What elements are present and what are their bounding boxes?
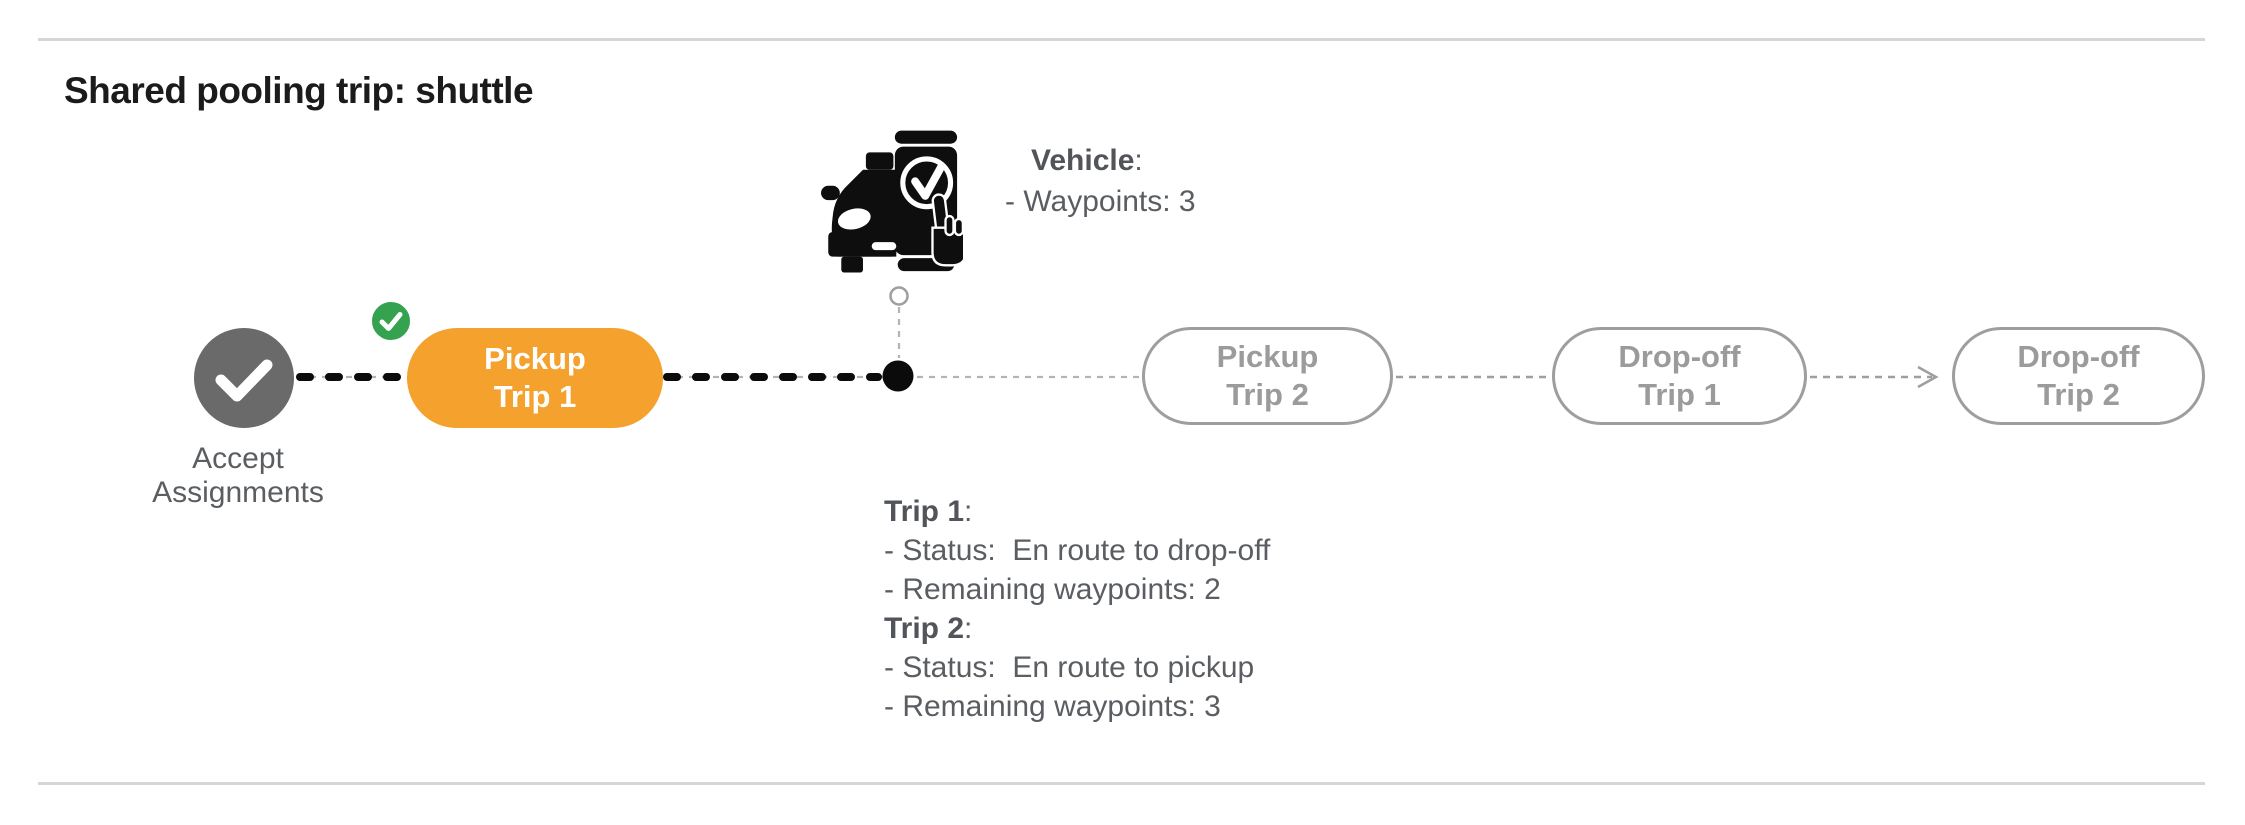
waypoint-pill-pickup-trip2: Pickup Trip 2 [1142,327,1393,425]
vehicle-info-line: - Waypoints: 3 [1005,185,1196,218]
top-divider [38,38,2205,41]
pill-line1: Pickup [1216,339,1319,374]
vehicle-info-panel: Vehicle: - Waypoints: 3 [1005,140,1196,222]
arrow-head-icon [1917,365,1939,389]
page-title: Shared pooling trip: shuttle [64,70,534,111]
accept-assignments-label: Accept Assignments [108,442,368,510]
waypoint-pill-dropoff-trip2: Drop-off Trip 2 [1952,327,2205,425]
trip2-heading: Trip 2: [884,612,973,645]
pill-line1: Drop-off [2017,339,2140,374]
pill-line2: Trip 1 [1638,377,1721,412]
pill-line2: Trip 2 [2037,377,2120,412]
trip-info-panel: Trip 1: - Status: En route to drop-off -… [884,492,1270,726]
accept-assignments-label-line1: Accept [192,442,284,475]
trip1-heading: Trip 1: [884,495,973,528]
accept-assignments-node [194,328,294,428]
waypoint-pill-pickup-trip1: Pickup Trip 1 [407,328,663,428]
current-position-dot [882,360,914,392]
check-icon [215,359,273,402]
pill-line1: Drop-off [1618,339,1741,374]
bottom-divider [38,782,2205,785]
success-badge [369,299,413,343]
success-check-icon [379,312,403,331]
car-with-driver-app-check-icon [821,130,963,273]
vehicle-anchor-circle [889,286,909,306]
pill-line1: Pickup [484,341,586,376]
vehicle-info-heading: Vehicle: [1031,144,1143,177]
pill-line2: Trip 2 [1226,377,1309,412]
trip2-status-line: - Status: En route to pickup [884,651,1255,684]
accept-assignments-label-line2: Assignments [152,476,324,509]
pill-line2: Trip 1 [493,379,577,414]
trip2-waypoints-line: - Remaining waypoints: 3 [884,690,1221,723]
trip1-status-line: - Status: En route to drop-off [884,534,1271,567]
trip1-waypoints-line: - Remaining waypoints: 2 [884,573,1221,606]
waypoint-pill-dropoff-trip1: Drop-off Trip 1 [1552,327,1807,425]
